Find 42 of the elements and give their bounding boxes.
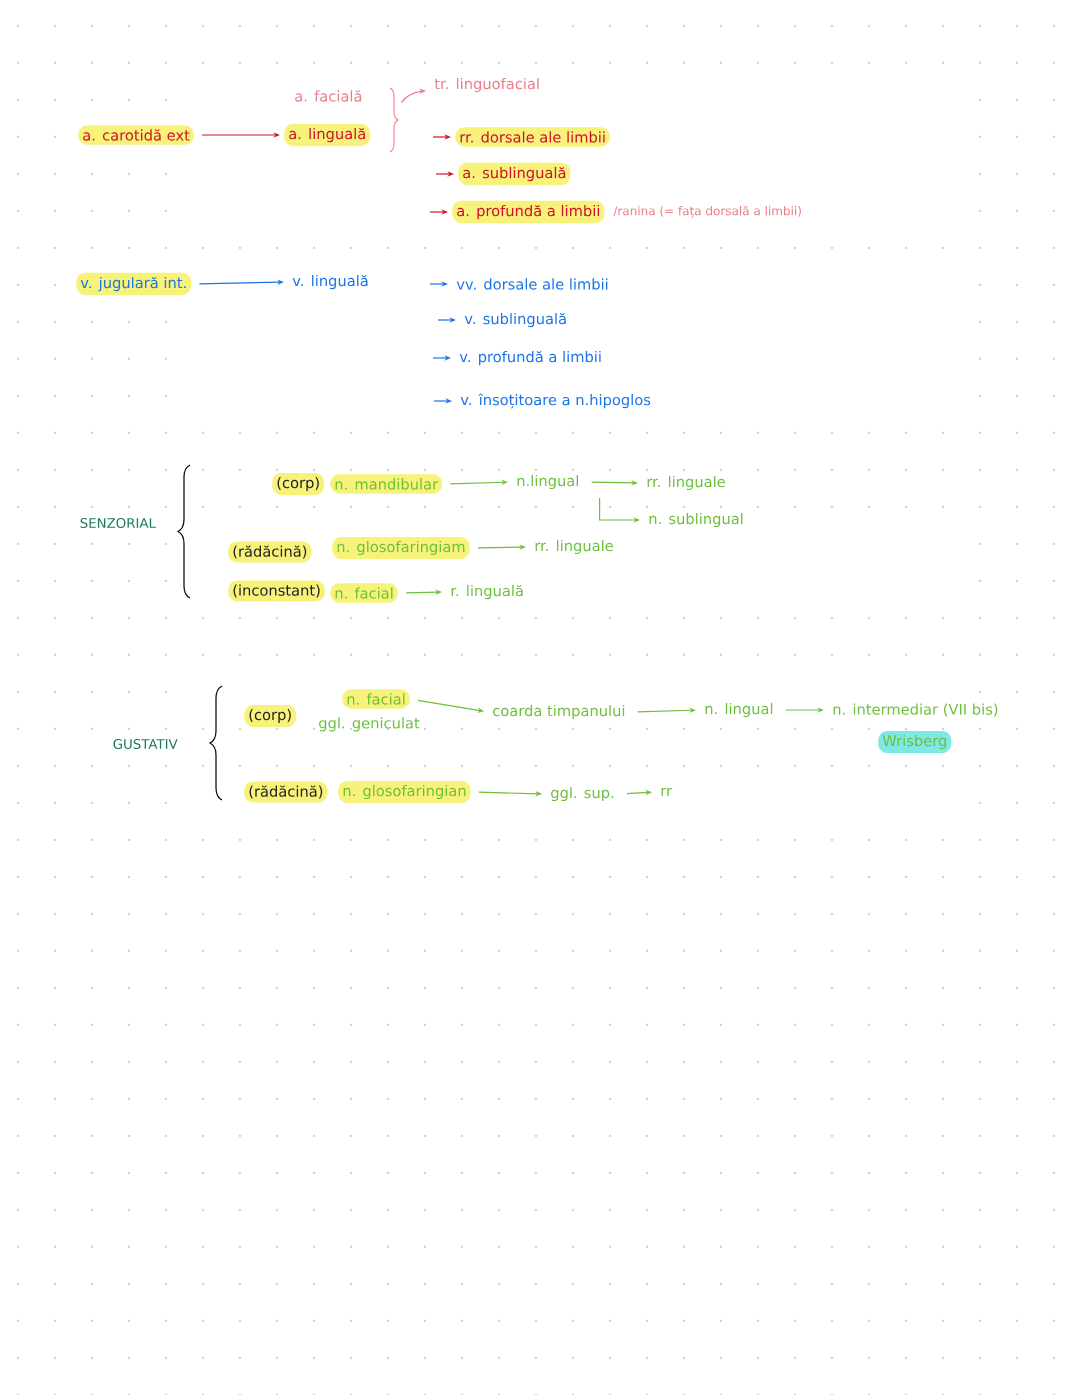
term-text: tr. linguofacial bbox=[434, 77, 539, 93]
term-text: v. însoțitoare a n.hipoglos bbox=[460, 393, 651, 409]
highlighted-term: (corp) bbox=[244, 704, 297, 728]
section-heading: SENZORIAL bbox=[80, 517, 156, 529]
term-text: a. facială bbox=[295, 90, 362, 102]
highlighted-term: (corp) bbox=[272, 472, 325, 496]
highlighted-term: n. facial bbox=[330, 583, 398, 603]
term-text: n. sublingual bbox=[649, 512, 743, 528]
highlighted-term: a. carotidă ext bbox=[78, 125, 194, 145]
highlighted-term: v. jugulară int. bbox=[76, 272, 192, 296]
arrow bbox=[198, 279, 284, 285]
arrow bbox=[405, 589, 442, 595]
highlighted-term: a. linguală bbox=[284, 123, 371, 147]
term-text: rr. linguale bbox=[535, 539, 613, 555]
term-text: r. linguală bbox=[451, 584, 523, 600]
term-text: vv. dorsale ale limbii bbox=[456, 278, 608, 290]
term-text: n. intermediar (VII bis) bbox=[833, 703, 998, 717]
highlighted-term: n. mandibular bbox=[330, 474, 443, 494]
term-text: coarda timpanului bbox=[493, 704, 625, 720]
term-text: rr. linguale bbox=[647, 475, 725, 491]
arrow bbox=[400, 88, 426, 104]
highlighted-term: (rădăcină) bbox=[244, 781, 328, 803]
arrow bbox=[477, 544, 526, 550]
highlighted-term: n. facial bbox=[342, 689, 410, 709]
highlighted-term: n. glosofaringian bbox=[338, 780, 471, 804]
term-text: n. lingual bbox=[705, 702, 773, 718]
section-heading: GUSTATIV bbox=[113, 738, 178, 750]
highlighted-term: a. profundă a limbii bbox=[452, 200, 605, 224]
term-text: v. profundă a limbii bbox=[459, 350, 601, 366]
highlighted-term: (rădăcină) bbox=[228, 541, 312, 563]
term-text: ggl. sup. bbox=[551, 786, 614, 802]
term-text: n.lingual bbox=[517, 474, 578, 490]
highlighted-term: (inconstant) bbox=[228, 580, 325, 602]
highlighted-term: a. sublinguală bbox=[458, 162, 571, 186]
term-text: v. sublinguală bbox=[464, 312, 566, 328]
highlighted-term: n. glosofaringiam bbox=[332, 536, 470, 560]
term-text: v. linguală bbox=[292, 274, 368, 290]
highlighted-term: rr. dorsale ale limbii bbox=[455, 127, 610, 147]
highlighted-term: Wrisberg bbox=[878, 730, 952, 754]
term-text: ggl. geniculat bbox=[319, 717, 420, 732]
term-text: rr bbox=[661, 787, 673, 797]
note-text: /ranina (= fața dorsală a limbii) bbox=[613, 205, 801, 219]
